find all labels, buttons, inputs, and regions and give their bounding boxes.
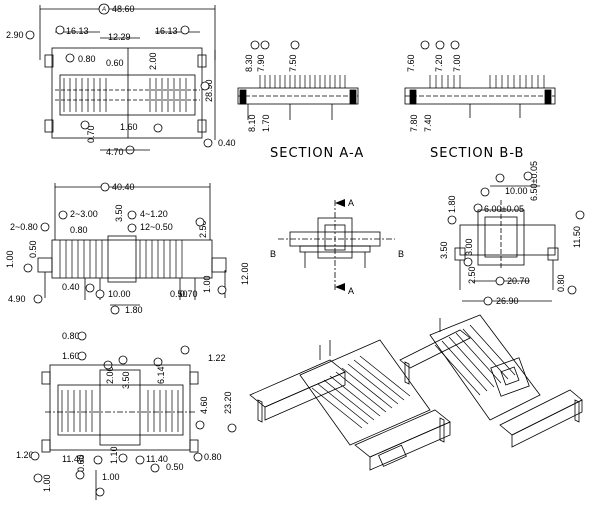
dim-a-1: 8.30: [244, 54, 254, 72]
dim-side-top: 10.00: [505, 186, 528, 196]
dim-overall-width: 48.60: [112, 4, 135, 14]
dim-front-base: 10.00: [108, 289, 131, 299]
dim-bot-h: 23.20: [223, 391, 233, 414]
dim-right-pitch: 16.13: [155, 26, 178, 36]
dim-b-5: 7.40: [423, 114, 433, 132]
dim-side-w1: 2.50: [467, 266, 477, 284]
dim-bot-l: 11.40: [146, 454, 168, 464]
dim-bot-o: 0.80: [204, 452, 222, 462]
dim-bot-e: 3.50: [121, 371, 131, 389]
front-view: 40.40 2~3.00 4~1.20 12~0.50 2~0.80 0.80 …: [5, 182, 250, 315]
dim-a-5: 1.70: [261, 114, 271, 132]
dim-side-w3: 26.90: [496, 296, 519, 306]
dim-front-pitch2: 12~0.50: [140, 222, 173, 232]
dim-bot-q: 1.00: [42, 474, 52, 492]
dim-b-4: 7.80: [409, 114, 419, 132]
dim-right-dim: 2.00: [148, 52, 158, 70]
dim-bot-i: 1.20: [16, 450, 34, 460]
dim-side-height: 11.50: [572, 226, 582, 248]
dim-left-offset: 2.90: [6, 30, 24, 40]
section-a-a: 8.30 7.90 7.50 8.10 1.70 SECTION A-A: [237, 40, 364, 161]
dim-side-left-h: 3.50: [439, 241, 449, 259]
dim-b-1: 7.60: [406, 54, 416, 72]
dim-center-gap: 12.29: [108, 32, 131, 42]
dim-bot-p: 1.10: [109, 446, 119, 464]
svg-text:A: A: [101, 7, 106, 13]
dim-bot-j: 0.60: [76, 454, 86, 472]
dim-bot-f: 6.14: [156, 366, 166, 384]
dim-side-inner: 6.00±0.05: [484, 204, 524, 214]
dim-a-3: 7.50: [288, 54, 298, 72]
dim-right-small: 0.40: [218, 138, 236, 148]
dim-front-offset: 2~0.80: [10, 222, 38, 232]
dim-bot-a: 0.80: [62, 331, 80, 341]
dim-front-pitch: 2~3.00: [70, 209, 98, 219]
isometric-view-1: [249, 339, 451, 471]
dim-b-3: 7.00: [452, 54, 462, 72]
dim-a-2: 7.90: [256, 54, 266, 72]
dim-front-total-h: 12.00: [240, 262, 250, 285]
dim-slot: 0.60: [106, 58, 124, 68]
dim-front-foot: 1.80: [125, 305, 143, 315]
dim-bot-k: 11.40: [62, 454, 84, 464]
dim-b-2: 7.20: [434, 54, 444, 72]
dim-bot-g: 4.60: [199, 396, 209, 414]
dim-front-small: 0.80: [70, 225, 88, 235]
dim-side-side: 1.80: [447, 195, 457, 213]
dim-bot-b: 1.60: [62, 351, 80, 361]
side-view: 10.00 6.50±0.05 6.00±0.05 1.80 11.50 3.5…: [439, 161, 585, 306]
dim-height: 28.90: [204, 79, 214, 102]
section-b-b: 7.60 7.20 7.00 7.80 7.40 SECTION B-B: [404, 40, 556, 161]
dim-front-width: 0.50: [28, 240, 38, 258]
dim-front-pin-width: 4~1.20: [140, 209, 168, 219]
isometric-view-2: [399, 314, 583, 448]
bottom-view: 0.80 1.60 1.22 2.00 3.50 6.14 4.60 23.20…: [16, 331, 237, 500]
dim-bot-c: 1.22: [208, 353, 226, 363]
section-a-label: SECTION A-A: [270, 146, 364, 161]
dim-front-pin-b: 0.70: [180, 289, 198, 299]
dim-front-s: 3.50: [114, 204, 124, 222]
dim-pin-spacing: 0.80: [78, 54, 96, 64]
dim-bot-d: 2.00: [105, 366, 115, 384]
dim-bot-n: 0.50: [166, 462, 184, 472]
dim-front-height: 1.00: [5, 250, 15, 268]
locator-b-left: B: [270, 249, 276, 259]
dim-side-pitch-a: 3.00: [464, 238, 474, 256]
section-b-label: SECTION B-B: [430, 146, 524, 161]
dim-front-pin-a: 0.40: [62, 282, 80, 292]
dim-left-pitch: 16.13: [66, 26, 89, 36]
dim-front-left: 4.90: [8, 294, 26, 304]
locator-b-right: B: [398, 249, 404, 259]
dim-bot-m: 1.00: [102, 472, 120, 482]
locator-a-top: A: [348, 198, 354, 208]
locator-a-bottom: A: [348, 286, 354, 296]
dim-side-pin: 0.80: [556, 274, 566, 292]
section-locator: A A B B: [270, 198, 404, 296]
dim-front-pin-c: 0.50: [170, 289, 188, 299]
dim-side-w2: 20.70: [507, 276, 530, 286]
dim-center-pin: 1.60: [120, 122, 138, 132]
dim-side-dia: 6.50±0.05: [529, 161, 539, 201]
dim-front-ch: 2.50: [198, 220, 208, 238]
dim-bottom: 4.70: [106, 147, 124, 157]
dim-front-right-h: 1.00: [202, 275, 212, 293]
dim-front-overall: 40.40: [112, 182, 135, 192]
dim-pin-dia: 0.70: [86, 125, 96, 143]
dim-a-4: 8.10: [247, 114, 257, 132]
top-view: A 48.60 16.13 16.13 12.29 2.90 0.80 0.60…: [6, 3, 236, 157]
